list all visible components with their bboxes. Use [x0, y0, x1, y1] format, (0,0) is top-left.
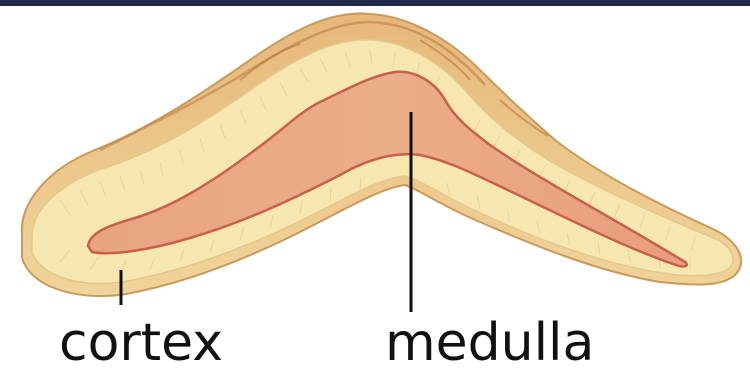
- cortex-label: cortex: [59, 317, 223, 369]
- medulla-label: medulla: [385, 317, 594, 369]
